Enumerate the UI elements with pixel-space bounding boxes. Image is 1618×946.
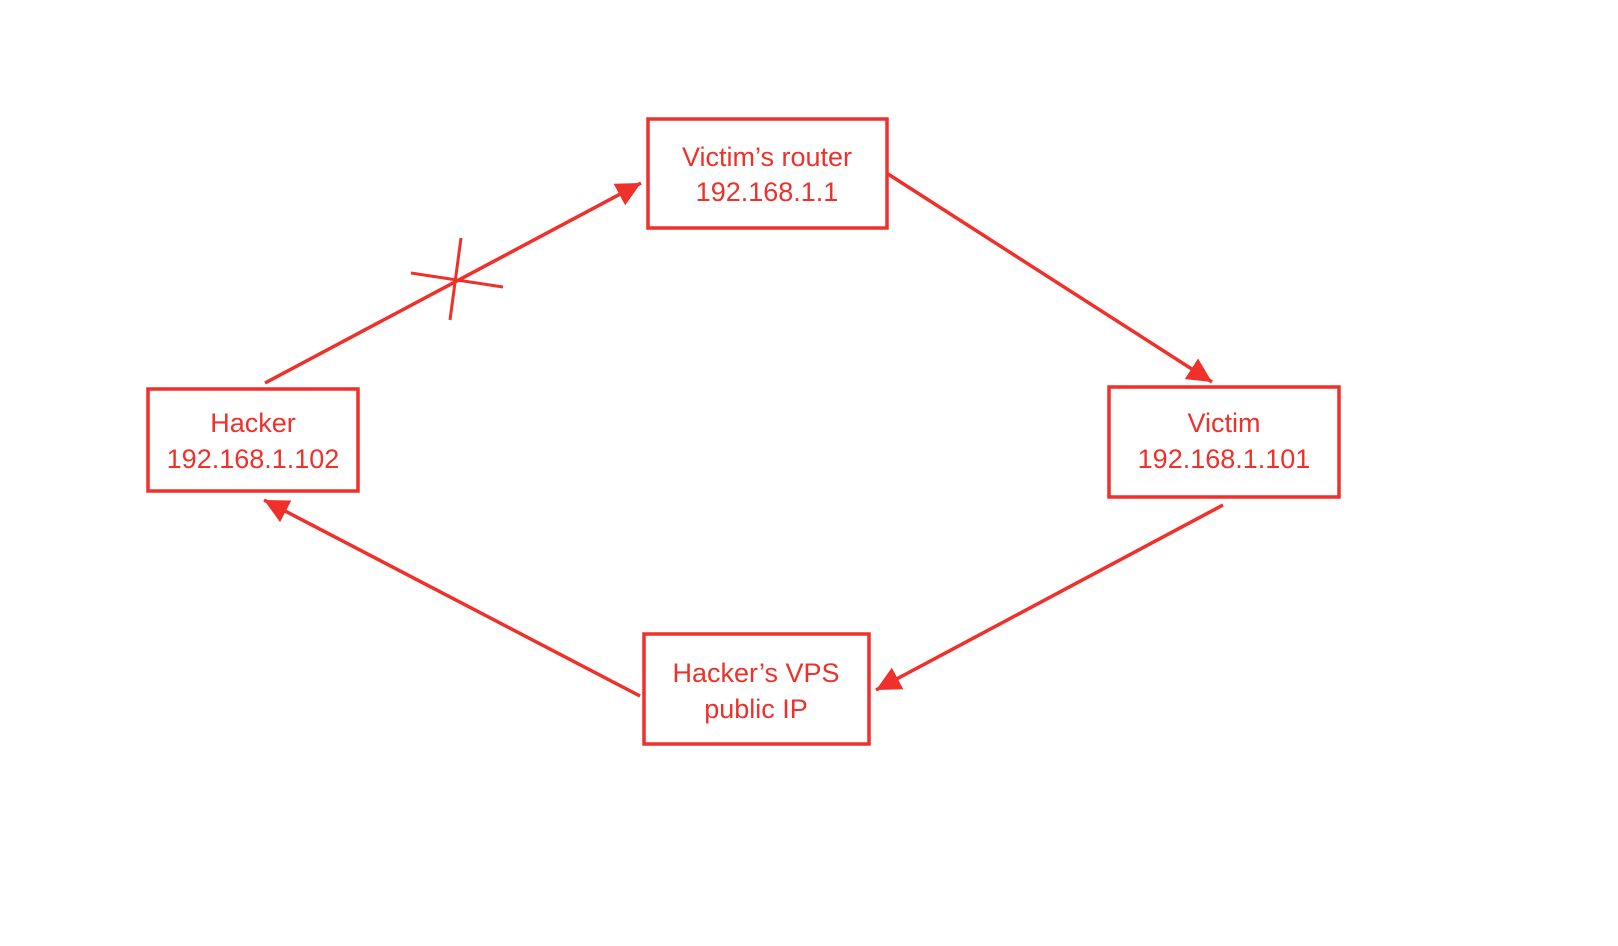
node-address: public IP bbox=[704, 694, 808, 724]
node-hacker: Hacker 192.168.1.102 bbox=[146, 387, 360, 493]
node-box bbox=[642, 632, 871, 746]
node-address: 192.168.1.1 bbox=[696, 177, 839, 207]
node-address: 192.168.1.101 bbox=[1138, 444, 1311, 474]
node-box bbox=[646, 117, 889, 230]
blocked-cross-icon bbox=[410, 237, 504, 321]
edge-victims-router-to-victim bbox=[887, 172, 1213, 384]
edge-hackers-vps-to-hacker bbox=[263, 498, 641, 698]
node-label: Hacker’s VPS bbox=[672, 658, 839, 688]
node-box bbox=[146, 387, 360, 493]
edge-victim-to-hackers-vps bbox=[875, 503, 1224, 692]
node-label: Victim bbox=[1187, 408, 1260, 438]
node-label: Victim’s router bbox=[682, 142, 852, 172]
node-victims-router: Victim’s router 192.168.1.1 bbox=[646, 117, 889, 230]
node-victim: Victim 192.168.1.101 bbox=[1107, 385, 1341, 499]
node-box bbox=[1107, 385, 1341, 499]
edge-hacker-to-victims-router bbox=[264, 181, 642, 385]
node-address: 192.168.1.102 bbox=[167, 444, 340, 474]
node-hackers-vps: Hacker’s VPS public IP bbox=[642, 632, 871, 746]
node-label: Hacker bbox=[210, 408, 296, 438]
